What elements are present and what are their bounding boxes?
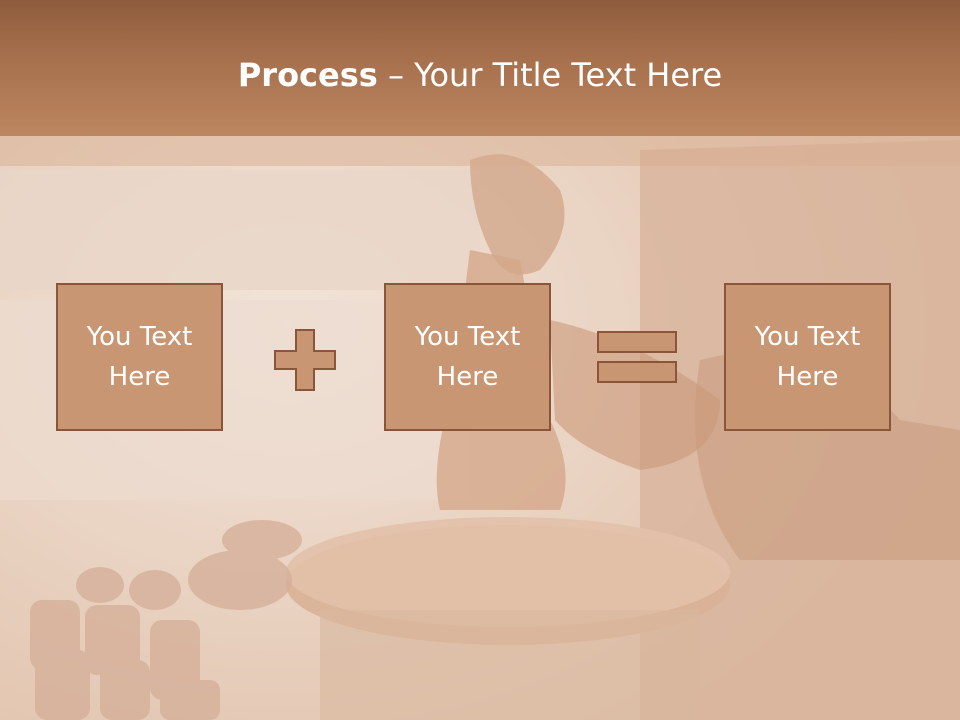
equals-icon [597,331,677,383]
plus-icon [274,329,336,391]
process-box-3-text: You Text Here [754,322,861,392]
process-box-1-text: You Text Here [86,322,193,392]
process-box-3[interactable]: You Text Here [724,283,891,431]
title-bar-fade [0,136,960,166]
title-strong: Process [237,56,378,94]
title-bar [0,0,960,136]
process-box-2-text: You Text Here [414,322,521,392]
process-box-2[interactable]: You Text Here [384,283,551,431]
title-rest: – Your Title Text Here [377,56,723,94]
process-box-1[interactable]: You Text Here [56,283,223,431]
slide-title: Process – Your Title Text Here [0,52,960,98]
